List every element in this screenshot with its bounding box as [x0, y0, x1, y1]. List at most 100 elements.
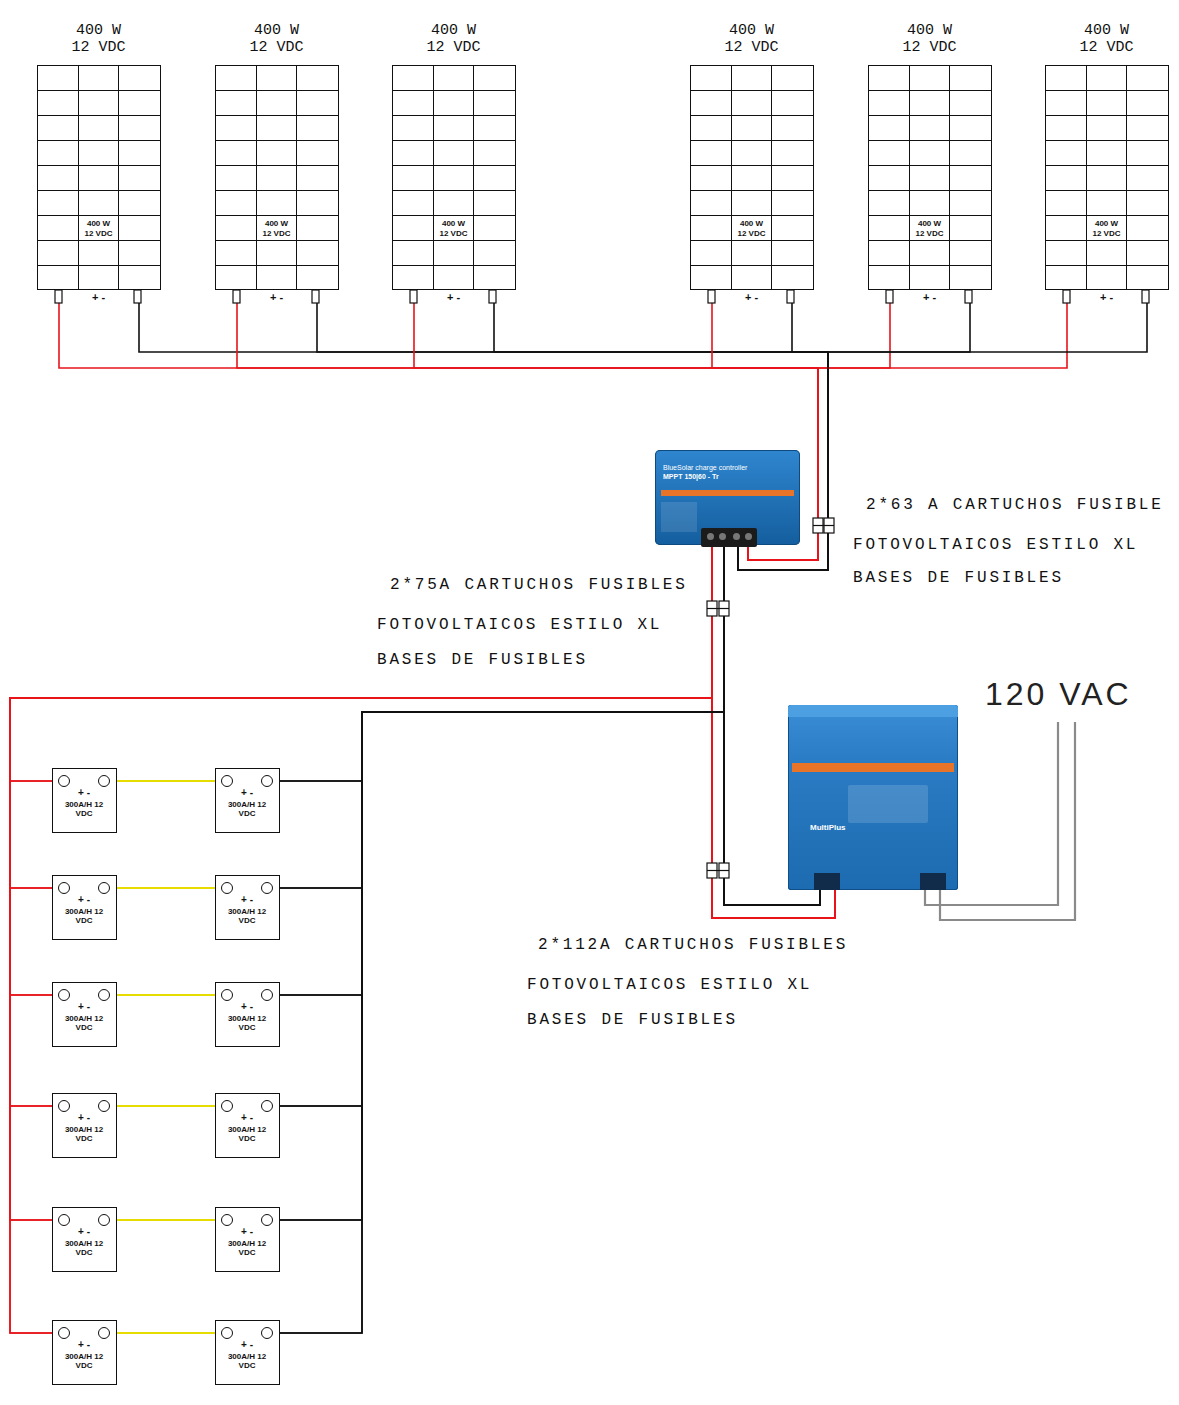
fuse-link: [707, 608, 729, 609]
wire: [117, 1105, 215, 1107]
battery-terminal: [58, 1100, 70, 1112]
wire: [237, 290, 818, 560]
battery-terminal: [261, 1214, 273, 1226]
solar-panel: 400 W 12 VDC400 W 12 VDC+ -: [1045, 65, 1169, 290]
wire: [280, 712, 820, 905]
fuse-link: [707, 870, 729, 871]
battery-terminal: [98, 1100, 110, 1112]
node-text: 300A/H 12 VDC: [225, 907, 269, 925]
battery-terminal: [261, 989, 273, 1001]
node-text: 300A/H 12 VDC: [62, 907, 106, 925]
wire: [414, 290, 818, 560]
node-text: 300A/H 12 VDC: [225, 1125, 269, 1143]
top-band: [788, 705, 958, 717]
battery-terminal: [221, 1214, 233, 1226]
battery: + -300A/H 12 VDC: [52, 1207, 117, 1272]
panel-terminal: [233, 290, 240, 303]
wire: [280, 545, 724, 781]
node-text: + -: [439, 291, 469, 303]
node-text: + -: [53, 1112, 115, 1123]
ac-terminals: [920, 873, 946, 890]
fuse-note: FOTOVOLTAICOS ESTILO XL: [527, 976, 812, 994]
wire-connector: [10, 698, 835, 1333]
wire: [117, 1332, 215, 1334]
heatsink-shade: [661, 502, 697, 532]
orange-stripe: [661, 490, 794, 496]
battery: + -300A/H 12 VDC: [215, 1320, 280, 1385]
node-text: 300A/H 12 VDC: [225, 800, 269, 818]
control-panel: [848, 785, 928, 823]
wire: [280, 712, 820, 1106]
node-text: + -: [216, 1001, 278, 1012]
battery: + -300A/H 12 VDC: [52, 1093, 117, 1158]
wire-connector: [280, 712, 820, 1220]
fuse-note: FOTOVOLTAICOS ESTILO XL: [853, 536, 1138, 554]
wire: [117, 887, 215, 889]
wire: [10, 545, 712, 888]
panel-terminal: [787, 290, 794, 303]
battery-terminal: [98, 989, 110, 1001]
panel-terminal: [55, 290, 62, 303]
wire: [280, 712, 820, 905]
node-text: + -: [1092, 291, 1122, 303]
node-text: + -: [53, 787, 115, 798]
wire-connector: [10, 545, 712, 995]
wire-connector: [10, 545, 712, 1220]
battery-terminal: [221, 989, 233, 1001]
node-text: 300A/H 12 VDC: [62, 1352, 106, 1370]
wire: [280, 545, 724, 888]
node-text: + -: [53, 1001, 115, 1012]
solar-panel: 400 W 12 VDC400 W 12 VDC+ -: [690, 65, 814, 290]
fuse-note: BASES DE FUSIBLES: [527, 1011, 738, 1029]
node-text: + -: [216, 787, 278, 798]
fuse-note: 2*112A CARTUCHOS FUSIBLES: [538, 936, 848, 954]
battery-terminal: [221, 775, 233, 787]
node-text: MPPT 150|60 - Tr: [663, 473, 783, 481]
wire: [317, 290, 828, 570]
wire: [10, 545, 712, 1220]
node-text: + -: [53, 1339, 115, 1350]
node-text: 300A/H 12 VDC: [62, 800, 106, 818]
battery-terminal: [261, 1100, 273, 1112]
battery-terminal: [58, 989, 70, 1001]
battery: + -300A/H 12 VDC: [52, 875, 117, 940]
wire-connector: [280, 712, 820, 1106]
node-text: 400 W 12 VDC: [419, 22, 489, 56]
voltage-label: 120 VAC: [985, 676, 1132, 712]
battery-terminal: [221, 1327, 233, 1339]
battery: + - 300A/H 12 VDC: [52, 768, 117, 833]
node-text: + -: [84, 291, 114, 303]
node-text: + -: [915, 291, 945, 303]
wire: [280, 545, 724, 995]
node-text: 300A/H 12 VDC: [225, 1239, 269, 1257]
battery-terminal: [58, 1214, 70, 1226]
node-text: 300A/H 12 VDC: [225, 1014, 269, 1032]
node-text: + -: [216, 894, 278, 905]
screw-terminal: [719, 533, 726, 540]
orange-stripe: [792, 763, 954, 772]
node-text: 400 W 12 VDC: [1090, 218, 1124, 240]
wire-connector: [280, 712, 820, 1333]
panel-terminal: [965, 290, 972, 303]
node-text: 400 W 12 VDC: [437, 218, 471, 240]
node-text: MultiPlus: [810, 823, 890, 833]
node-text: 400 W 12 VDC: [82, 218, 116, 240]
solar-panel: 400 W 12 VDC400 W 12 VDC+ -: [37, 65, 161, 290]
node-text: BlueSolar charge controller: [663, 464, 783, 472]
battery: + - 300A/H 12 VDC: [52, 1320, 117, 1385]
fuse-note: 2*63 A CARTUCHOS FUSIBLE: [866, 496, 1164, 514]
node-text: 400 W 12 VDC: [260, 218, 294, 240]
wire: [139, 290, 828, 570]
mppt-charge-controller: BlueSolar charge controllerMPPT 150|60 -…: [655, 450, 800, 545]
wire: [117, 780, 215, 782]
wire-connector: [117, 888, 215, 889]
panel-terminal: [312, 290, 319, 303]
battery-terminal: [58, 1327, 70, 1339]
panel-terminal: [708, 290, 715, 303]
fuse-note: BASES DE FUSIBLES: [853, 569, 1064, 587]
wire: [280, 712, 820, 1220]
screw-terminal: [733, 533, 740, 540]
screw-terminal: [707, 533, 714, 540]
wire-connector: [117, 995, 215, 996]
battery-terminal: [261, 775, 273, 787]
